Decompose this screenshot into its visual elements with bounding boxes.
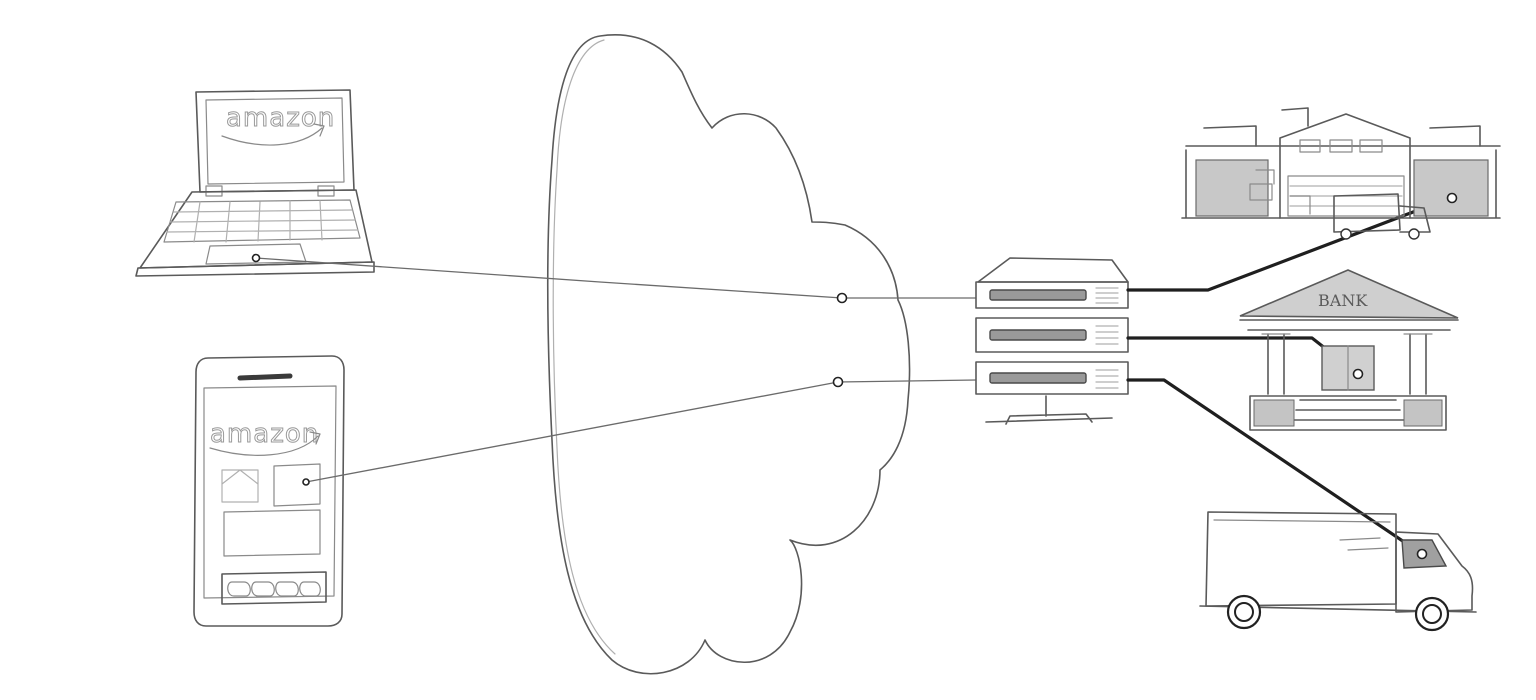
laptop-icon: amazon [135,89,375,277]
server-rack-icon [975,257,1129,425]
cloud-icon [547,34,911,675]
cloud-node-bottom [832,376,844,388]
phone-port [302,478,310,486]
connection-points [251,192,1458,560]
phone-link [305,379,977,483]
delivery-truck-icon [1199,511,1477,632]
smartphone-icon: amazon [193,355,345,627]
truck-port [1416,548,1428,560]
warehouse-icon [1181,107,1501,240]
warehouse-port [1446,192,1458,204]
bank-label: BANK [1318,291,1368,310]
truck-link [1126,378,1424,556]
phone-brand: amazon [210,419,319,449]
bank-icon: BANK [1239,269,1459,431]
laptop-port [251,253,261,263]
client-links [255,257,977,483]
laptop-brand: amazon [226,103,335,133]
warehouse-link [1126,196,1452,292]
backend-links [1126,196,1452,556]
bank-port [1352,368,1364,380]
cloud-node-top [836,292,848,304]
laptop-link [255,257,976,299]
